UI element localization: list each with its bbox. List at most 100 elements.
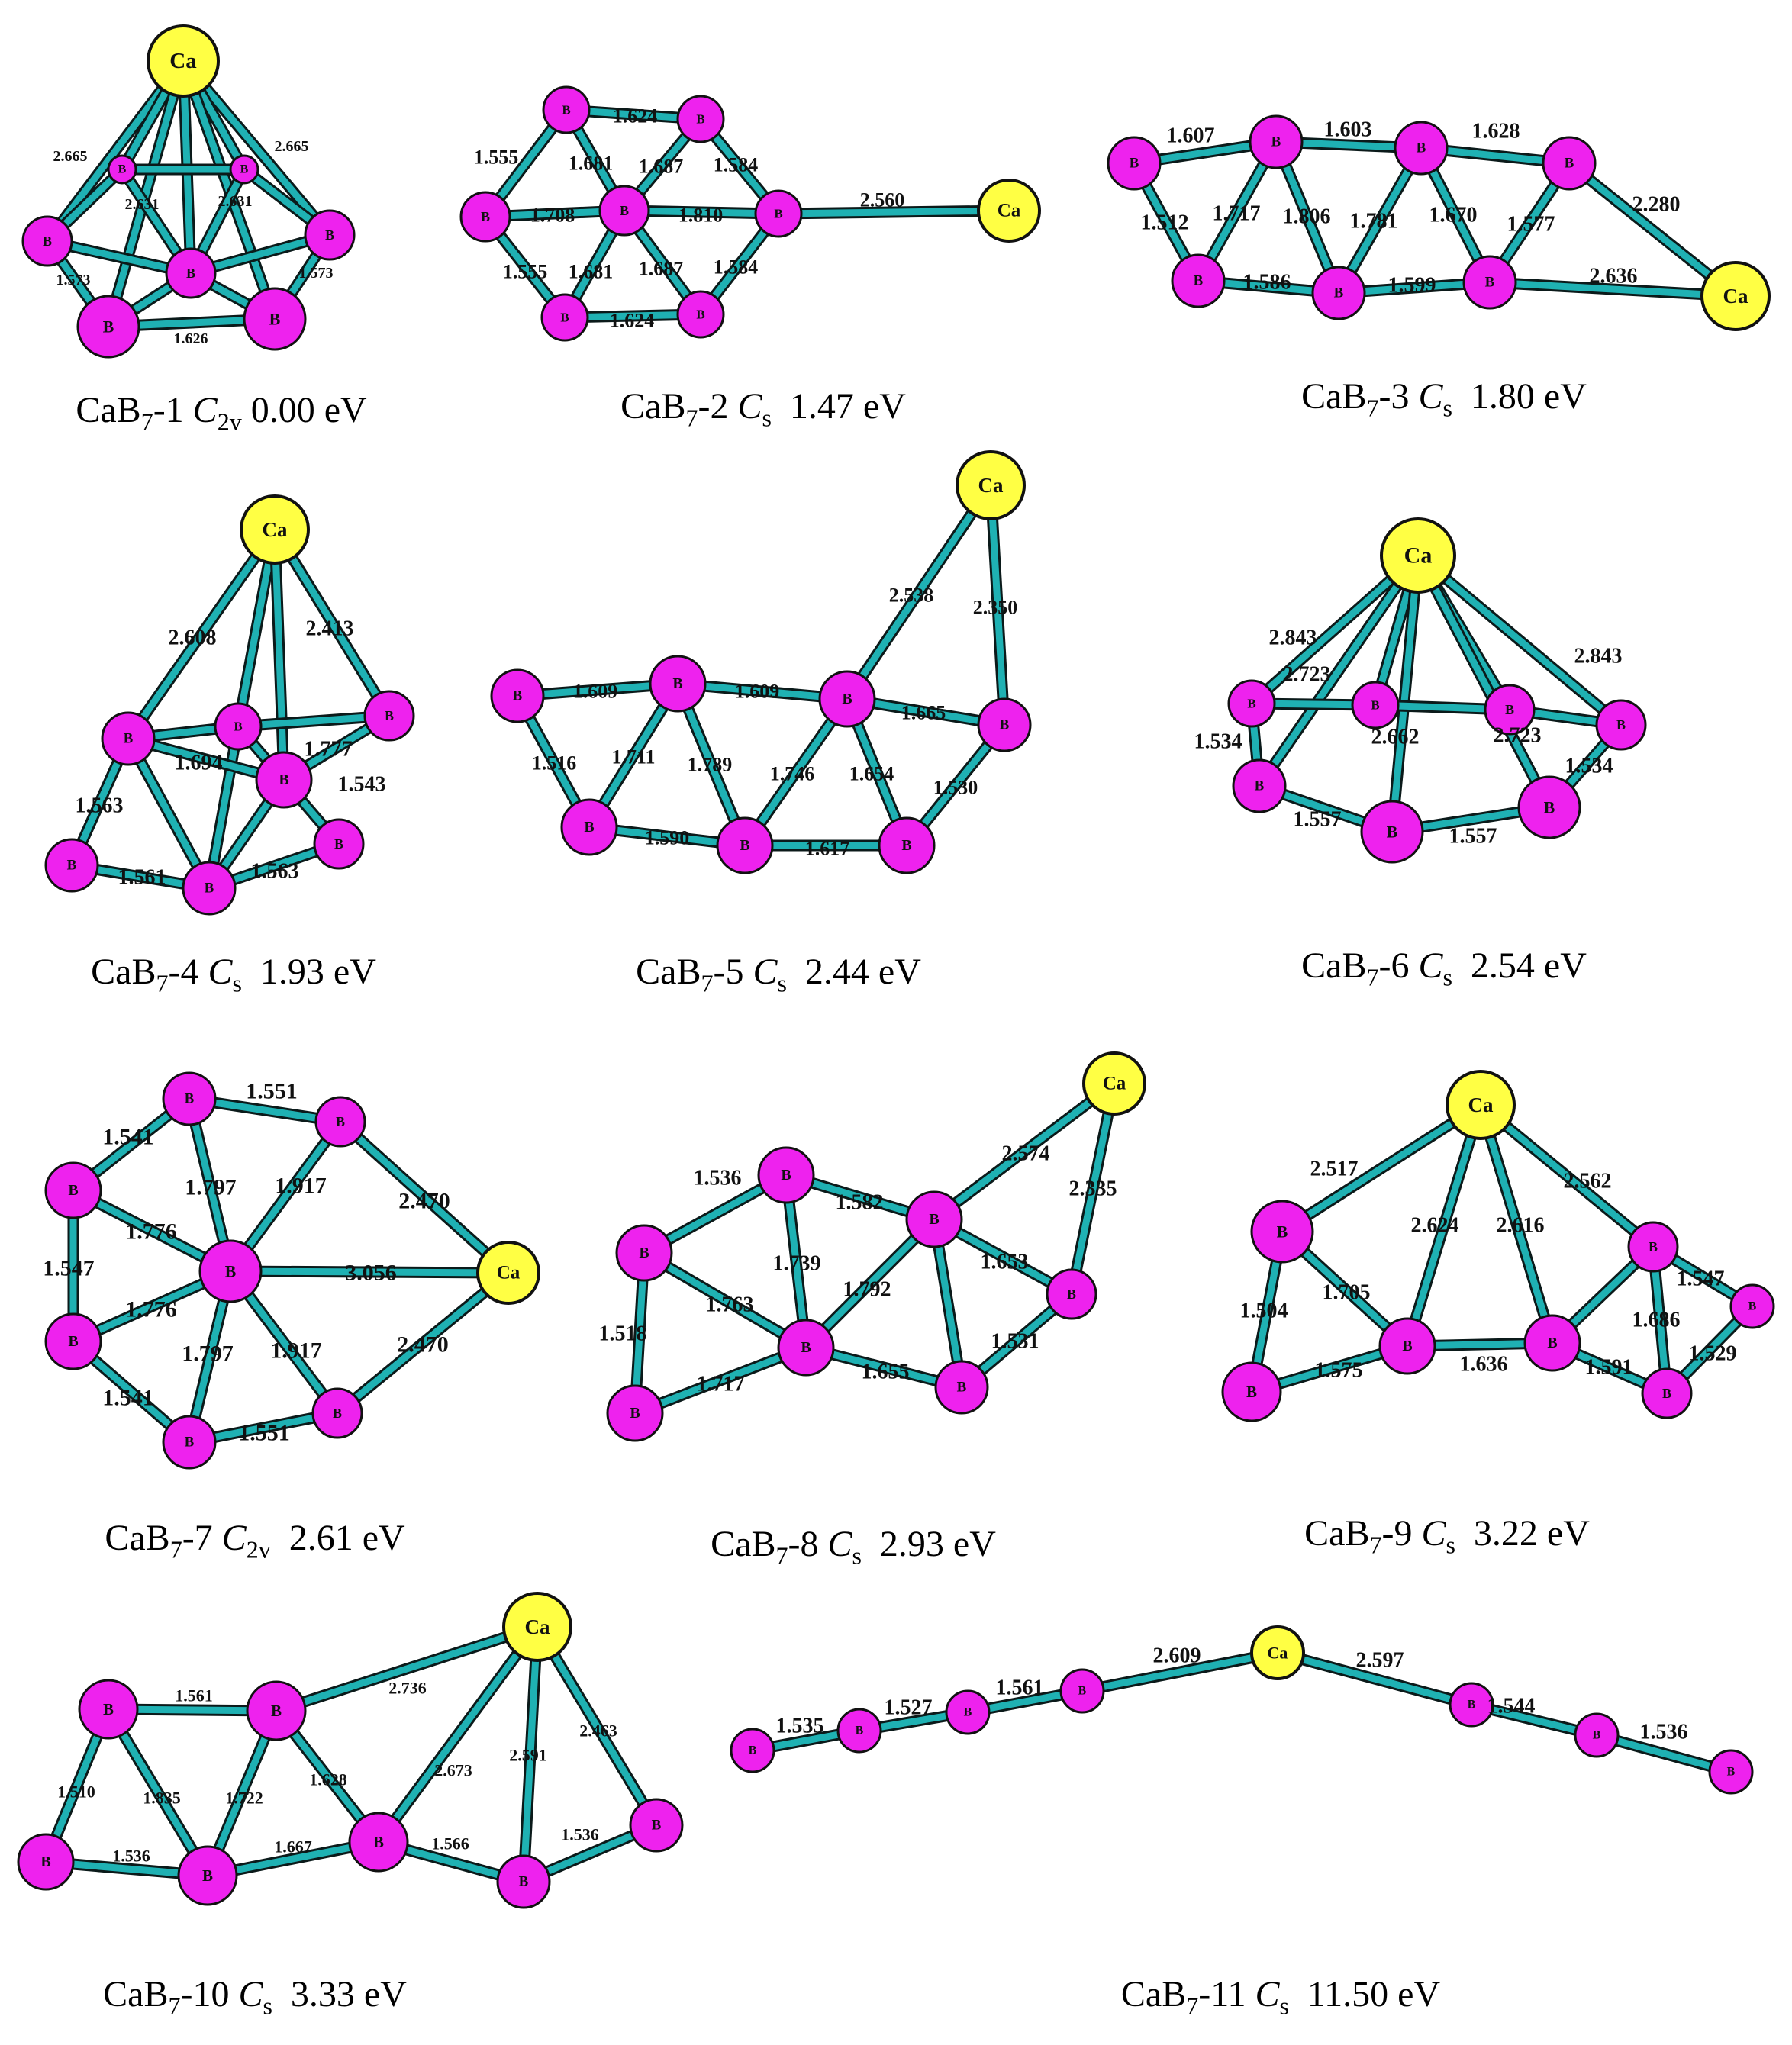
bond-length-label-5-3: 1.609 — [735, 681, 780, 703]
bond-length-label-10-8: 1.628 — [309, 1770, 347, 1789]
bond-4-1 — [271, 526, 393, 720]
bond-length-label-2-9: 1.681 — [569, 261, 614, 283]
atom-label-11-2: B — [964, 1706, 972, 1719]
atom-label-1-2: B — [240, 163, 249, 176]
boron-atom-10-5 — [177, 1845, 238, 1906]
bond-length-label-2-1: 1.555 — [474, 147, 519, 169]
bond-3-12 — [1486, 279, 1739, 300]
bond-length-label-11-1: 1.527 — [885, 1696, 933, 1720]
atom-label-6-4: B — [1616, 717, 1626, 733]
atom-label-1-4: B — [325, 227, 334, 243]
atom-label-2-7: Ca — [998, 201, 1021, 221]
atom-label-10-6: B — [373, 1833, 384, 1851]
atom-label-10-0: Ca — [525, 1615, 550, 1638]
atom-label-2-1: B — [696, 112, 704, 127]
boron-atom-11-5 — [1449, 1682, 1494, 1728]
structure-caption-6: CaB7-6 Cs 2.54 eV — [1301, 945, 1587, 991]
boron-atom-5-4 — [977, 697, 1032, 752]
bond-8-12 — [631, 1344, 810, 1417]
bond-length-label-10-1: 2.673 — [434, 1761, 472, 1780]
calcium-atom-7-4 — [476, 1241, 540, 1305]
boron-atom-6-6 — [1360, 800, 1424, 864]
atom-label-1-0: Ca — [169, 49, 197, 73]
bond-length-label-2-3: 1.687 — [639, 156, 684, 178]
bond-length-label-8-11: 1.531 — [991, 1330, 1039, 1354]
atom-label-4-0: Ca — [263, 518, 288, 541]
bond-length-label-8-3: 1.582 — [836, 1191, 884, 1215]
bond-length-label-11-6: 1.536 — [1640, 1721, 1688, 1744]
calcium-atom-5-0 — [956, 450, 1026, 520]
bond-7-4 — [337, 1118, 512, 1277]
boron-atom-3-2 — [1394, 121, 1449, 176]
bond-length-label-1-18: 1.626 — [174, 330, 208, 347]
bond-length-label-1-4: 2.631 — [125, 196, 160, 213]
boron-atom-7-1 — [314, 1096, 366, 1148]
boron-atom-4-3 — [363, 690, 415, 742]
bond-length-label-7-6: 1.776 — [125, 1219, 177, 1245]
bond-length-label-4-7: 1.777 — [305, 738, 353, 762]
atom-label-11-0: B — [749, 1744, 757, 1757]
bond-4-0 — [124, 526, 279, 742]
atom-label-2-4: B — [774, 207, 782, 221]
bond-length-label-3-9: 1.577 — [1507, 213, 1555, 237]
boron-atom-10-1 — [78, 1679, 139, 1740]
boron-atom-8-7 — [606, 1384, 664, 1442]
bond-4-9 — [205, 723, 242, 892]
atom-label-4-5: B — [334, 836, 343, 852]
bond-5-1 — [987, 481, 1008, 729]
boron-atom-6-3 — [1484, 684, 1536, 736]
boron-atom-10-7 — [496, 1854, 551, 1909]
boron-atom-5-2 — [649, 655, 707, 713]
bond-10-6 — [105, 1705, 211, 1879]
atom-label-8-4: B — [1067, 1287, 1076, 1302]
bond-length-label-9-8: 1.686 — [1632, 1309, 1681, 1332]
boron-atom-2-4 — [754, 189, 803, 238]
atom-label-10-1: B — [103, 1700, 114, 1718]
atom-label-7-0: B — [185, 1091, 195, 1107]
bond-9-1 — [1477, 1101, 1657, 1251]
boron-atom-9-2 — [1627, 1221, 1679, 1273]
atom-label-6-6: B — [1387, 823, 1398, 842]
bond-length-label-11-5: 1.544 — [1487, 1695, 1536, 1718]
bond-length-label-3-8: 1.670 — [1429, 204, 1478, 227]
bond-length-label-10-9: 1.536 — [112, 1847, 150, 1866]
bond-length-label-9-9: 1.529 — [1689, 1342, 1737, 1366]
boron-atom-7-6 — [162, 1415, 217, 1470]
bond-4-11 — [124, 735, 213, 892]
boron-atom-9-6 — [1221, 1361, 1282, 1422]
boron-atom-4-4 — [255, 751, 313, 809]
atom-label-6-1: B — [1247, 697, 1255, 711]
boron-atom-9-3 — [1729, 1283, 1775, 1329]
boron-atom-4-1 — [214, 702, 263, 751]
bond-length-label-2-11: 1.584 — [714, 256, 759, 279]
atom-label-5-1: B — [513, 688, 523, 704]
atom-label-8-6: B — [957, 1380, 967, 1396]
boron-atom-7-2 — [44, 1161, 102, 1219]
bond-length-label-3-5: 1.717 — [1213, 202, 1261, 226]
atom-label-6-5: B — [1255, 778, 1265, 794]
bond-length-label-3-10: 1.586 — [1243, 271, 1291, 295]
atom-label-5-0: Ca — [978, 474, 1004, 497]
atom-label-3-6: B — [1485, 275, 1495, 291]
bond-length-label-11-2: 1.561 — [996, 1676, 1044, 1700]
boron-atom-10-4 — [17, 1833, 75, 1891]
bond-length-label-5-0: 2.538 — [889, 585, 934, 607]
boron-atom-1-7 — [243, 287, 307, 351]
bond-length-label-10-0: 2.736 — [388, 1679, 427, 1698]
bond-8-1 — [1068, 1080, 1118, 1298]
calcium-atom-3-7 — [1700, 261, 1771, 331]
bond-1-1 — [179, 57, 334, 239]
bond-10-0 — [272, 1623, 541, 1715]
boron-atom-2-1 — [676, 95, 725, 143]
boron-atom-2-5 — [540, 293, 589, 342]
bond-length-label-9-0: 2.517 — [1310, 1158, 1359, 1181]
atom-label-4-2: B — [124, 731, 134, 747]
boron-atom-2-3 — [598, 185, 650, 237]
atom-label-7-1: B — [336, 1114, 345, 1129]
bond-length-label-2-10: 1.687 — [639, 258, 684, 280]
bond-length-label-9-5: 1.504 — [1240, 1299, 1288, 1323]
